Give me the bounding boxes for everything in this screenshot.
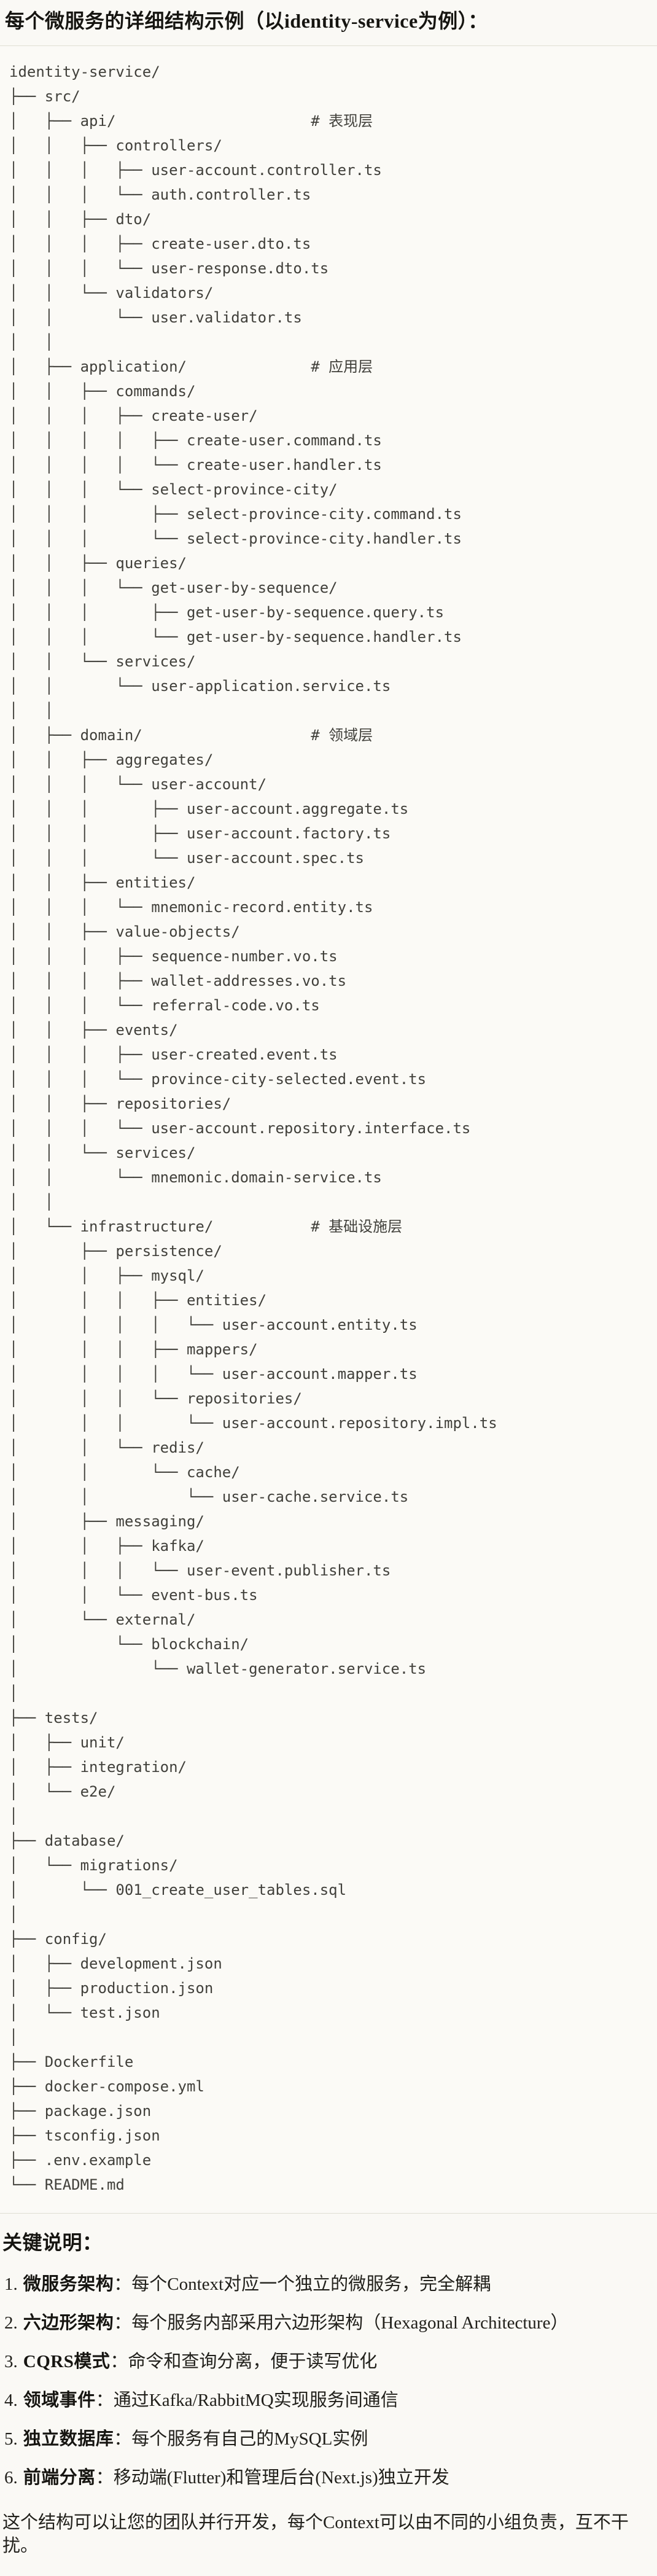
note-label: 六边形架构: [23, 2313, 114, 2333]
note-separator: ：: [114, 2313, 132, 2333]
note-text: 每个Context对应一个独立的微服务，完全解耦: [131, 2274, 491, 2294]
note-number: 2.: [4, 2313, 18, 2333]
note-item-cqrs: 3.CQRS模式：命令和查询分离，便于读写优化: [4, 2351, 651, 2373]
file-tree: identity-service/ ├── src/ │ ├── api/ # …: [9, 63, 497, 2193]
note-label: CQRS模式: [23, 2351, 111, 2371]
note-label: 微服务架构: [23, 2274, 114, 2294]
file-tree-code-block: identity-service/ ├── src/ │ ├── api/ # …: [0, 45, 657, 2214]
note-label: 领域事件: [23, 2390, 96, 2410]
closing-paragraph: 这个结构可以让您的团队并行开发，每个Context可以由不同的小组负责，互不干扰…: [2, 2512, 629, 2556]
note-text: 移动端(Flutter)和管理后台(Next.js)独立开发: [113, 2467, 449, 2488]
note-item-independent-db: 5.独立数据库：每个服务有自己的MySQL实例: [4, 2428, 651, 2450]
note-separator: ：: [114, 2429, 132, 2449]
note-text: 通过Kafka/RabbitMQ实现服务间通信: [113, 2390, 398, 2410]
notes-heading: 关键说明：: [2, 2231, 103, 2254]
note-separator: ：: [95, 2390, 114, 2410]
note-number: 3.: [4, 2351, 18, 2371]
note-number: 6.: [4, 2467, 18, 2488]
note-text: 命令和查询分离，便于读写优化: [128, 2351, 378, 2371]
note-number: 4.: [4, 2390, 18, 2410]
note-item-frontend-separation: 6.前端分离：移动端(Flutter)和管理后台(Next.js)独立开发: [4, 2467, 651, 2489]
note-item-hexagonal: 2.六边形架构：每个服务内部采用六边形架构（Hexagonal Architec…: [4, 2312, 651, 2334]
note-text: 每个服务内部采用六边形架构（Hexagonal Architecture）: [131, 2313, 569, 2333]
note-text: 每个服务有自己的MySQL实例: [131, 2429, 368, 2449]
note-item-microservices: 1.微服务架构：每个Context对应一个独立的微服务，完全解耦: [4, 2273, 651, 2295]
note-label: 前端分离: [23, 2467, 96, 2488]
note-number: 5.: [4, 2429, 18, 2449]
note-separator: ：: [114, 2274, 132, 2294]
note-item-domain-events: 4.领域事件：通过Kafka/RabbitMQ实现服务间通信: [4, 2389, 651, 2411]
note-number: 1.: [4, 2274, 18, 2294]
note-label: 独立数据库: [23, 2429, 114, 2449]
note-separator: ：: [110, 2351, 128, 2371]
notes-section: 关键说明： 1.微服务架构：每个Context对应一个独立的微服务，完全解耦 2…: [0, 2230, 657, 2576]
note-separator: ：: [95, 2467, 114, 2488]
page-title: 每个微服务的详细结构示例（以identity-service为例）：: [5, 10, 488, 32]
